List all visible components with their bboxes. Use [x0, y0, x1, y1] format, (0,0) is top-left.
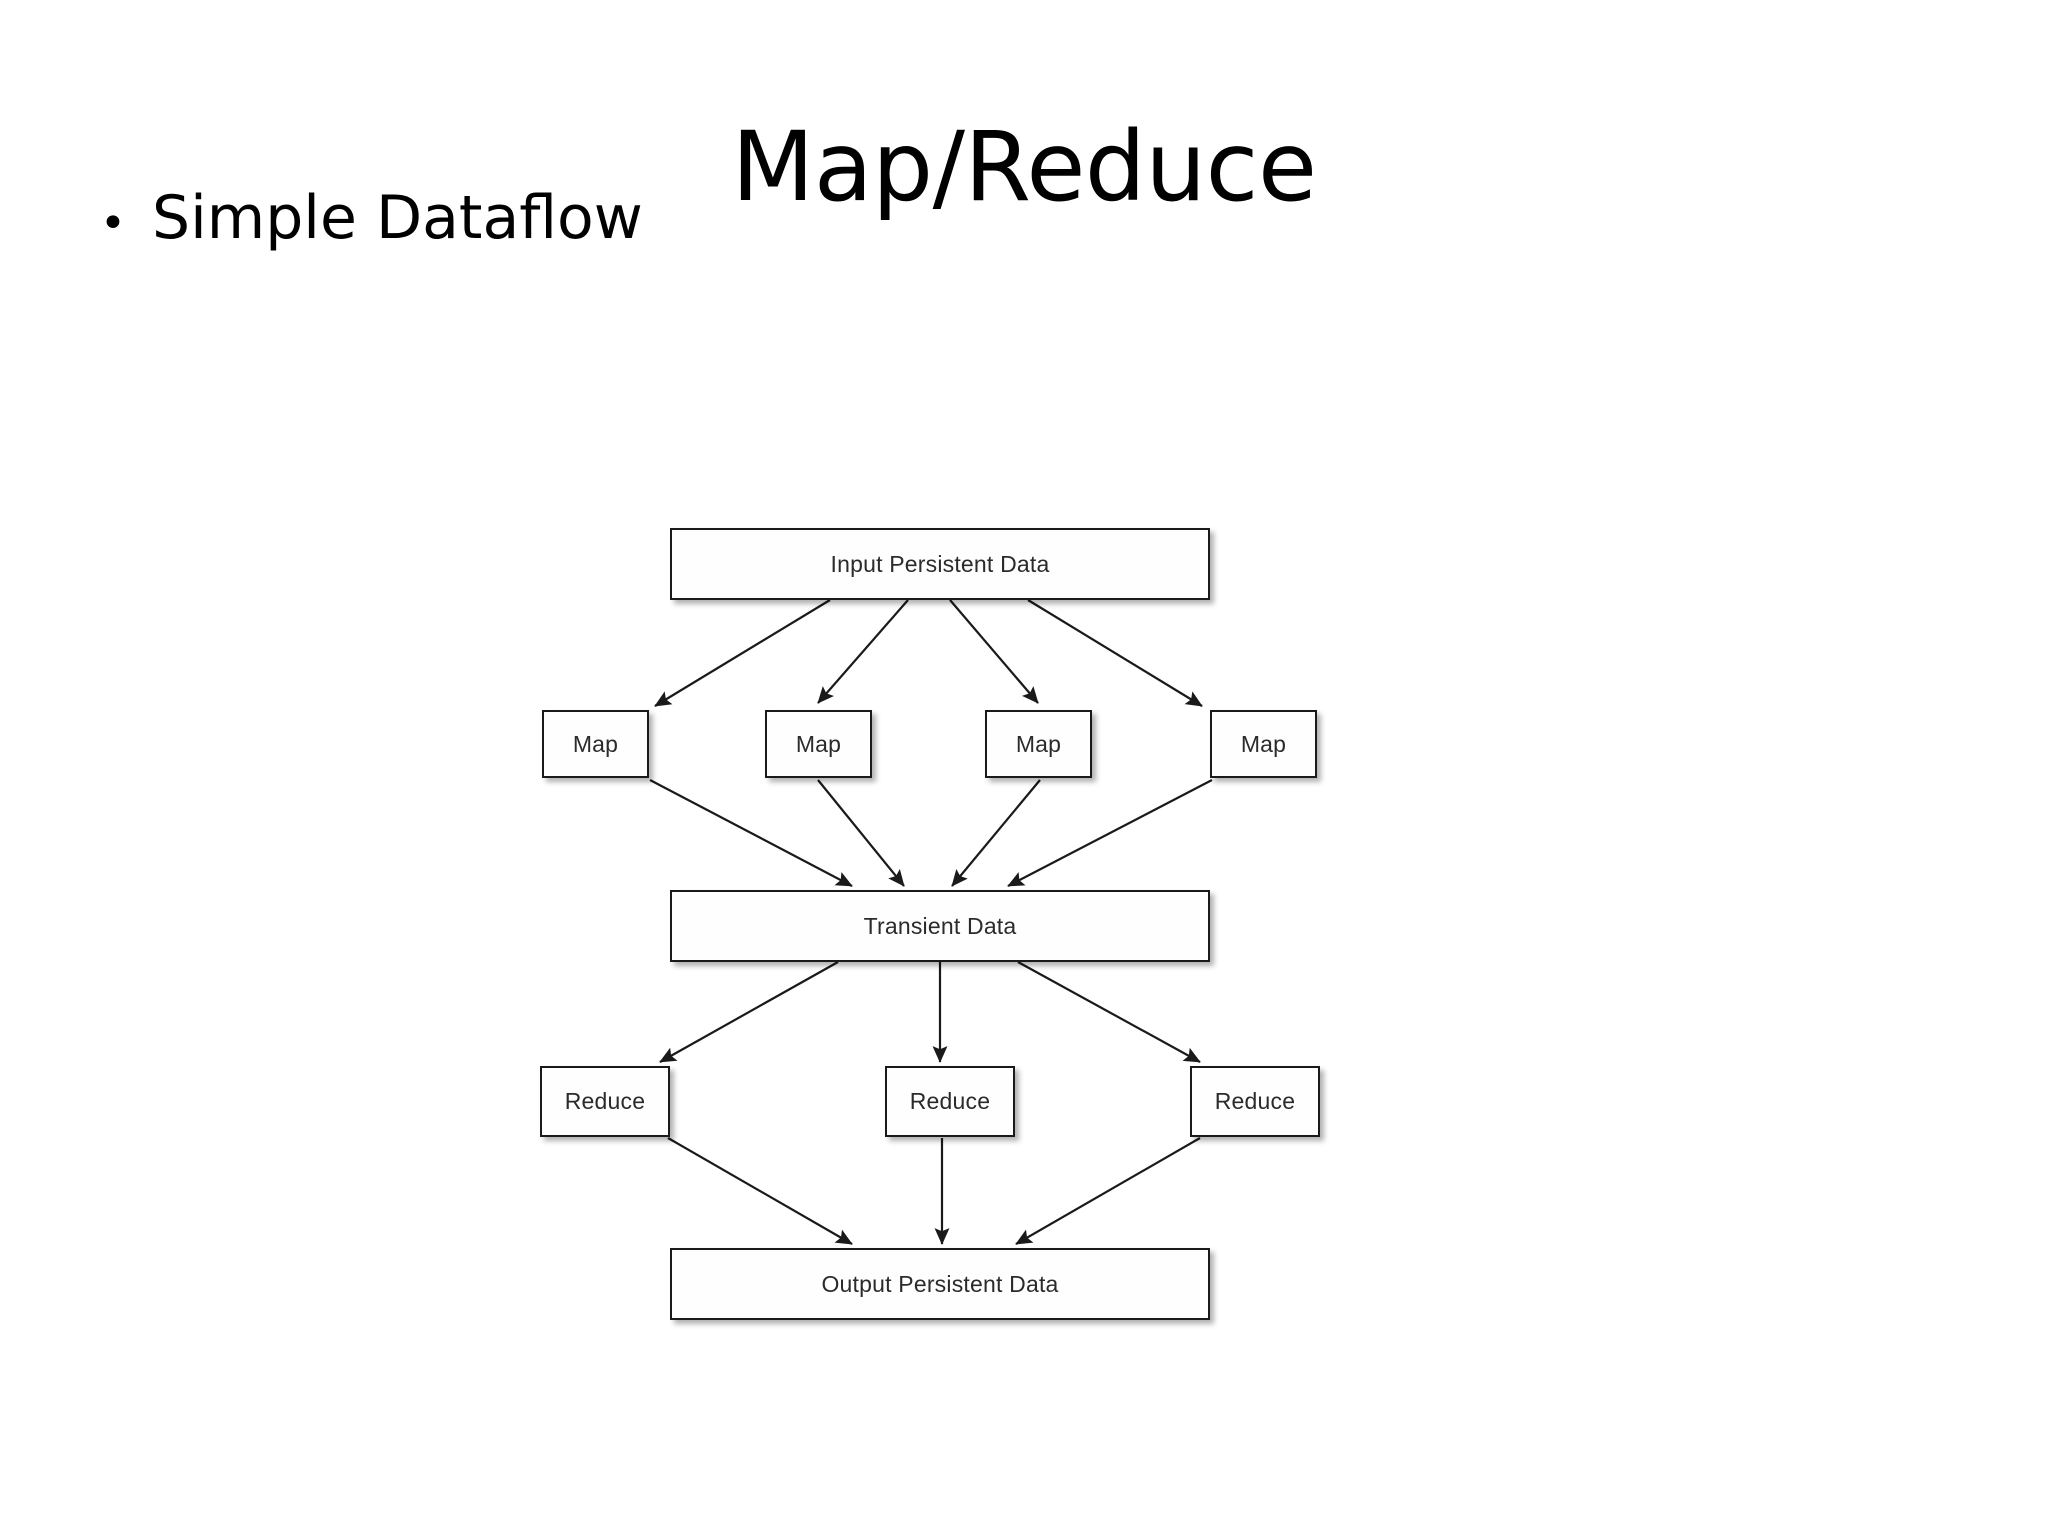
edge-reduce-1-to-output: [667, 1137, 853, 1245]
edge-input-to-map-3: [949, 599, 1039, 704]
bullet-marker-icon: •: [100, 198, 126, 249]
diagram-edges-layer: [649, 599, 1213, 1245]
node-map-4[interactable]: Map: [1210, 710, 1317, 778]
node-transient-data[interactable]: Transient Data: [670, 890, 1210, 962]
edge-map-2-to-transient: [817, 779, 905, 887]
node-map-2[interactable]: Map: [765, 710, 872, 778]
edge-map-3-to-transient: [951, 779, 1041, 887]
edge-map-1-to-transient: [649, 779, 853, 887]
node-reduce-1[interactable]: Reduce: [540, 1066, 670, 1137]
node-input-persistent-data[interactable]: Input Persistent Data: [670, 528, 1210, 600]
node-output-persistent-data[interactable]: Output Persistent Data: [670, 1248, 1210, 1320]
edge-reduce-3-to-output: [1015, 1137, 1201, 1245]
edge-map-4-to-transient: [1007, 779, 1213, 887]
node-reduce-2[interactable]: Reduce: [885, 1066, 1015, 1137]
edge-input-to-map-2: [817, 599, 909, 704]
bullet-list-item: • Simple Dataflow: [100, 182, 643, 254]
page-title: Map/Reduce: [731, 111, 1317, 224]
node-map-3[interactable]: Map: [985, 710, 1092, 778]
node-map-1[interactable]: Map: [542, 710, 649, 778]
edge-input-to-map-1: [654, 599, 831, 707]
edge-transient-to-reduce-3: [1017, 961, 1201, 1063]
bullet-text: Simple Dataflow: [152, 183, 643, 253]
edge-transient-to-reduce-1: [659, 961, 839, 1063]
node-reduce-3[interactable]: Reduce: [1190, 1066, 1320, 1137]
edge-input-to-map-4: [1027, 599, 1203, 707]
dataflow-diagram: Input Persistent Data Map Map Map Map Tr…: [500, 500, 1400, 1360]
